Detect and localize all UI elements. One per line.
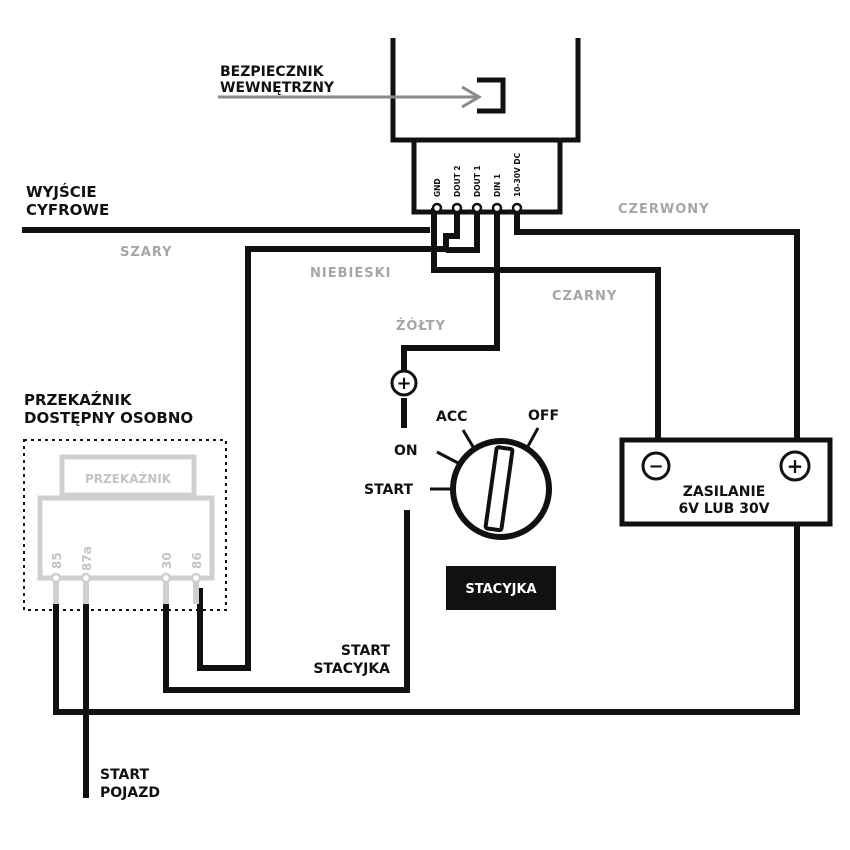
wire-start-ignition bbox=[163, 510, 410, 693]
pin-label-dout2: DOUT 2 bbox=[453, 165, 462, 197]
wire-label-yellow: ŻÓŁTY bbox=[396, 318, 446, 334]
pin-label-power: 10-30V DC bbox=[513, 152, 522, 197]
ignition-start-label: START bbox=[364, 482, 414, 498]
minus-icon: − bbox=[648, 456, 663, 477]
power-label-1: ZASILANIE bbox=[683, 484, 766, 500]
wire-blue bbox=[197, 208, 460, 671]
wire-label-black: CZARNY bbox=[552, 289, 617, 304]
digital-output-label-2: CYFROWE bbox=[26, 201, 109, 219]
relay-pin-86: 86 bbox=[190, 552, 204, 569]
minus-terminal bbox=[641, 451, 671, 481]
wire-label-grey: SZARY bbox=[120, 245, 173, 260]
wire-label-blue: NIEBIESKI bbox=[310, 266, 392, 281]
plus-icon: + bbox=[787, 454, 804, 478]
device-enclosure bbox=[390, 38, 581, 215]
fuse-label-1: BEZPIECZNIK bbox=[220, 64, 325, 80]
connector-pins bbox=[431, 202, 523, 214]
power-supply: − + ZASILANIE 6V LUB 30V bbox=[619, 437, 833, 527]
relay-pin-85: 85 bbox=[50, 552, 64, 569]
digital-output-label-1: WYJŚCIE bbox=[26, 182, 97, 201]
start-ignition-label-1: START bbox=[341, 643, 391, 659]
relay-dotted-outline bbox=[23, 439, 227, 611]
wire-yellow bbox=[401, 208, 500, 380]
fuse-arrow bbox=[218, 85, 482, 109]
plus-icon: + bbox=[396, 373, 411, 394]
pin-label-gnd: GND bbox=[433, 178, 442, 197]
relay-separate-label-1: PRZEKAŹNIK bbox=[24, 390, 133, 409]
wire-dout1 bbox=[446, 208, 480, 253]
relay-separate-label-2: DOSTĘPNY OSOBNO bbox=[24, 409, 193, 427]
relay-pin-30: 30 bbox=[160, 552, 174, 569]
relay-top-box bbox=[59, 454, 197, 498]
ignition-plus-terminal bbox=[390, 369, 418, 397]
connector-block bbox=[411, 137, 563, 215]
ignition-badge bbox=[446, 566, 556, 610]
wire-black bbox=[431, 208, 661, 448]
relay-pin-87a: 87a bbox=[80, 546, 94, 571]
wires bbox=[22, 208, 800, 798]
pin-label-dout1: DOUT 1 bbox=[473, 165, 482, 197]
ignition-badge-label: STACYJKA bbox=[465, 582, 536, 597]
fuse-symbol bbox=[477, 77, 506, 114]
relay-body bbox=[37, 495, 215, 581]
ignition-on-label: ON bbox=[394, 443, 418, 459]
wire-label-red: CZERWONY bbox=[618, 202, 710, 217]
power-label-2: 6V LUB 30V bbox=[678, 501, 769, 517]
wire-power-return bbox=[53, 520, 800, 715]
start-vehicle-label-1: START bbox=[100, 767, 150, 783]
plus-terminal bbox=[779, 450, 811, 482]
ignition-switch: + bbox=[390, 369, 552, 540]
start-ignition-label-2: STACYJKA bbox=[313, 661, 390, 677]
ignition-off-label: OFF bbox=[528, 408, 559, 424]
relay-title: PRZEKAŹNIK bbox=[85, 471, 172, 486]
wire-red bbox=[514, 208, 800, 448]
fuse-label-2: WEWNĘTRZNY bbox=[220, 80, 335, 96]
ignition-key-slot bbox=[483, 445, 515, 533]
pin-label-din1: DIN 1 bbox=[493, 174, 502, 197]
start-vehicle-label-2: POJAZD bbox=[100, 785, 160, 801]
relay-group: PRZEKAŹNIK 85 87a 30 86 bbox=[23, 439, 227, 611]
ignition-acc-label: ACC bbox=[436, 409, 467, 425]
